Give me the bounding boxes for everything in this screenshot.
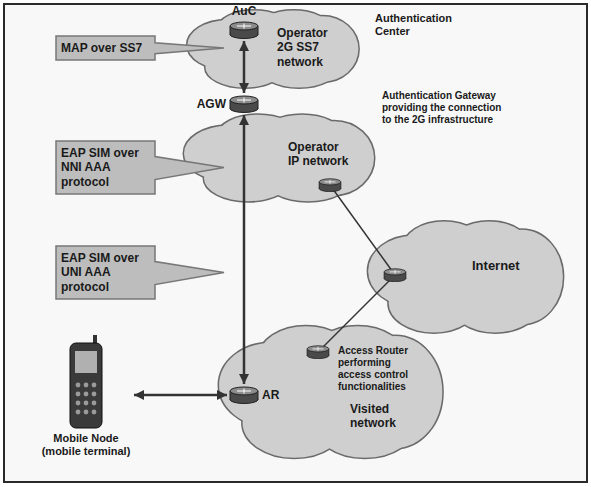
frame-border: [4, 4, 587, 482]
router-label-box: AuC: [232, 4, 257, 18]
phone-key: [76, 392, 81, 397]
network-cloud: Operator IP network: [178, 112, 378, 204]
annotation-box: Access Router performing access control …: [338, 345, 420, 393]
phone-key: [92, 392, 97, 397]
cloud-fill: [368, 222, 563, 333]
protocol-label: EAP SIM over NNI AAA protocol: [61, 146, 149, 189]
phone-key: [92, 383, 97, 388]
cloud-fill: [184, 115, 374, 201]
callout-text: EAP SIM over NNI AAA protocol: [61, 146, 149, 189]
annotation: Access Router performing access control …: [338, 345, 420, 393]
router-label: AR: [262, 388, 279, 402]
router-node: AuC: [229, 4, 259, 39]
cloud-text: Visited network: [350, 402, 420, 431]
phone-key: [76, 383, 81, 388]
router-label-box: AR: [262, 388, 279, 402]
protocol-callout: MAP over SS7: [55, 35, 225, 61]
mobile-node: Mobile Node (mobile terminal): [40, 335, 132, 458]
router-symbol: [230, 96, 258, 113]
phone-key: [92, 410, 97, 415]
network-link: [330, 185, 395, 275]
phone-key: [84, 392, 89, 397]
phone-key: [92, 401, 97, 406]
callout-outline: [56, 246, 224, 299]
router-icon: [384, 269, 406, 282]
router-icon: [229, 21, 259, 39]
phone-text: Mobile Node (mobile terminal): [40, 432, 132, 458]
router-icon: [319, 179, 341, 192]
callout-outline: [56, 141, 224, 194]
phone-key: [84, 401, 89, 406]
protocol-label: EAP SIM over UNI AAA protocol: [61, 251, 149, 294]
terminal-label: Mobile Node (mobile terminal): [40, 432, 132, 458]
signal-connector: [134, 394, 227, 397]
cloud-text: Operator 2G SS7 network: [277, 26, 339, 69]
network-cloud: Visited network AR: [212, 322, 447, 462]
cloud-fill: [219, 326, 442, 458]
callout-outline: [56, 36, 224, 60]
cloud-text: Operator IP network: [288, 140, 352, 169]
annotation: Authentication Center: [375, 12, 465, 38]
router-icon: [229, 95, 259, 113]
phone-body: [70, 343, 102, 428]
router-node: AGW: [197, 95, 259, 113]
phone-key: [76, 401, 81, 406]
protocol-callout: EAP SIM over NNI AAA protocol: [55, 140, 225, 195]
router-icon: [229, 386, 259, 404]
protocol-label: MAP over SS7: [61, 41, 149, 55]
phone-key: [84, 383, 89, 388]
network-cloud: Internet: [362, 218, 567, 336]
cloud-outline: [368, 222, 563, 333]
cloud-outline: [184, 115, 374, 201]
cloud-lobe: [450, 273, 540, 332]
callout-text: MAP over SS7: [61, 41, 149, 55]
cloud-lobe: [450, 273, 540, 332]
router-label: AuC: [232, 4, 257, 18]
phone-key: [84, 410, 89, 415]
network-name: Operator IP network: [288, 140, 352, 169]
router-icon: [307, 346, 329, 359]
cloud-shape: [362, 218, 567, 336]
network-link: [318, 275, 395, 352]
signal-connector: [243, 41, 246, 93]
network-name: Operator 2G SS7 network: [277, 26, 339, 69]
annotation: Authentication Gateway providing the con…: [382, 90, 502, 126]
router-label: AGW: [197, 97, 226, 111]
router-symbol: [230, 387, 258, 404]
network-name: Visited network: [350, 402, 420, 431]
cloud-outline: [219, 326, 442, 458]
annotation-box: Authentication Gateway providing the con…: [382, 90, 502, 126]
router-label-box: AGW: [197, 97, 226, 111]
phone-icon: [64, 335, 108, 430]
router-symbol: [230, 22, 258, 39]
annotation-box: Authentication Center: [375, 12, 465, 38]
cloud-text: Internet: [472, 258, 552, 274]
router-node: AR: [229, 386, 279, 404]
phone-screen: [75, 351, 97, 373]
signal-connector: [243, 115, 246, 384]
callout-text: EAP SIM over UNI AAA protocol: [61, 251, 149, 294]
protocol-callout: EAP SIM over UNI AAA protocol: [55, 245, 225, 300]
phone-key: [76, 410, 81, 415]
network-name: Internet: [472, 258, 552, 274]
